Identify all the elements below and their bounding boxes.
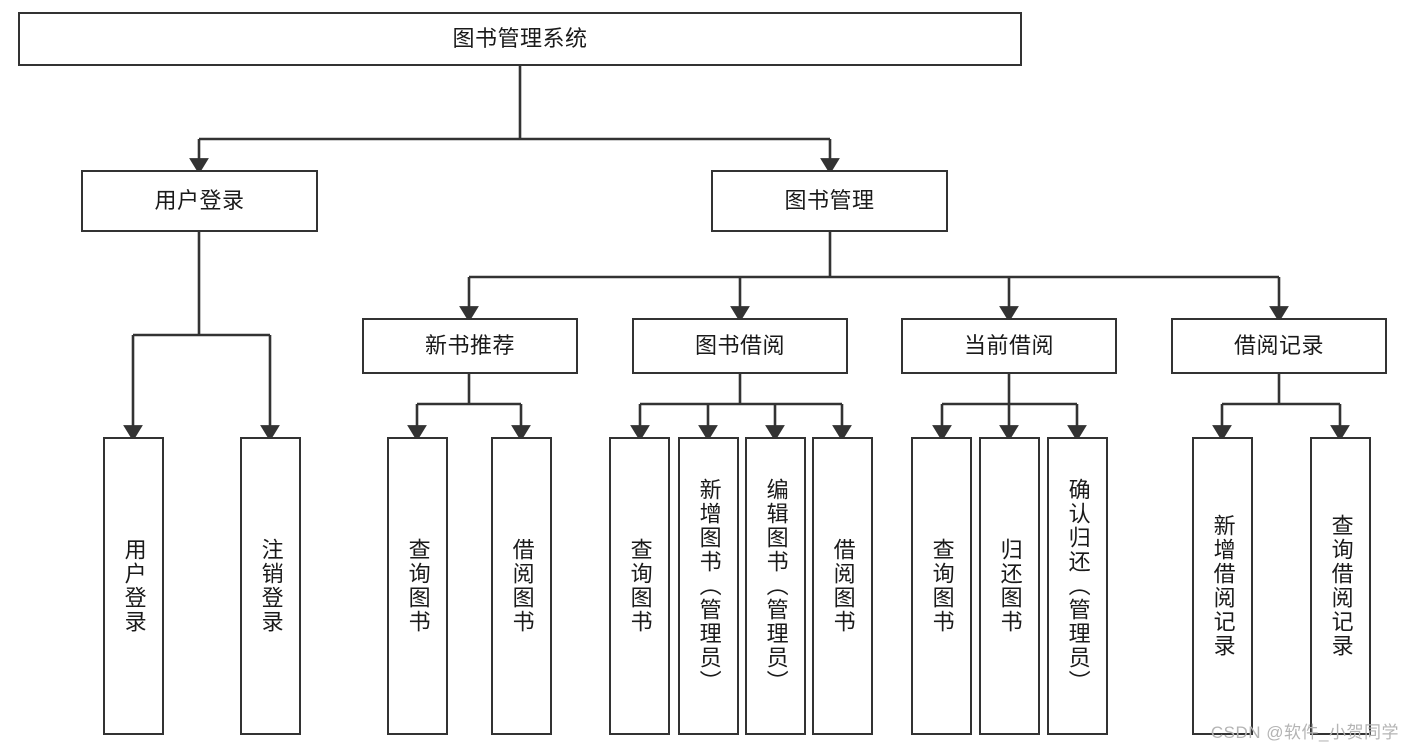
node-current-borrowing[interactable]: 当前借阅 (901, 318, 1117, 374)
node-book-borrowing[interactable]: 图书借阅 (632, 318, 848, 374)
node-root-book-management-system[interactable]: 图书管理系统 (18, 12, 1022, 66)
node-book-management[interactable]: 图书管理 (711, 170, 948, 232)
node-label: 确认归还（管理员） (1065, 478, 1091, 694)
node-label: 查询图书 (405, 538, 431, 634)
leaf-query-books-current[interactable]: 查询图书 (911, 437, 972, 735)
leaf-logout[interactable]: 注销登录 (240, 437, 301, 735)
node-user-login[interactable]: 用户登录 (81, 170, 318, 232)
leaf-query-borrow-record[interactable]: 查询借阅记录 (1310, 437, 1371, 735)
node-label: 查询图书 (929, 538, 955, 634)
node-label: 借阅图书 (509, 538, 535, 634)
node-label: 用户登录 (154, 187, 245, 213)
node-label: 查询图书 (627, 538, 653, 634)
node-label: 图书管理系统 (452, 25, 588, 51)
watermark-text: CSDN @软件_小贺同学 (1210, 723, 1399, 742)
leaf-add-book-admin[interactable]: 新增图书（管理员） (678, 437, 739, 735)
node-label: 借阅记录 (1233, 332, 1324, 358)
node-label: 用户登录 (121, 538, 147, 634)
leaf-add-borrow-record[interactable]: 新增借阅记录 (1192, 437, 1253, 735)
leaf-query-books-recommendation[interactable]: 查询图书 (387, 437, 448, 735)
node-label: 查询借阅记录 (1328, 514, 1354, 658)
node-label: 借阅图书 (830, 538, 856, 634)
node-borrowing-record[interactable]: 借阅记录 (1171, 318, 1387, 374)
node-new-book-recommendation[interactable]: 新书推荐 (362, 318, 578, 374)
node-label: 编辑图书（管理员） (763, 478, 789, 694)
leaf-borrow-books-recommendation[interactable]: 借阅图书 (491, 437, 552, 735)
leaf-user-login[interactable]: 用户登录 (103, 437, 164, 735)
leaf-return-books[interactable]: 归还图书 (979, 437, 1040, 735)
node-label: 图书借阅 (694, 332, 785, 358)
leaf-edit-book-admin[interactable]: 编辑图书（管理员） (745, 437, 806, 735)
node-label: 归还图书 (997, 538, 1023, 634)
leaf-confirm-return-admin[interactable]: 确认归还（管理员） (1047, 437, 1108, 735)
leaf-borrow-books-borrowing[interactable]: 借阅图书 (812, 437, 873, 735)
node-label: 注销登录 (258, 538, 284, 634)
node-label: 新增借阅记录 (1210, 514, 1236, 658)
node-label: 新书推荐 (424, 332, 515, 358)
node-label: 图书管理 (784, 187, 875, 213)
leaf-query-books-borrowing[interactable]: 查询图书 (609, 437, 670, 735)
node-label: 新增图书（管理员） (696, 478, 722, 694)
node-label: 当前借阅 (963, 332, 1054, 358)
